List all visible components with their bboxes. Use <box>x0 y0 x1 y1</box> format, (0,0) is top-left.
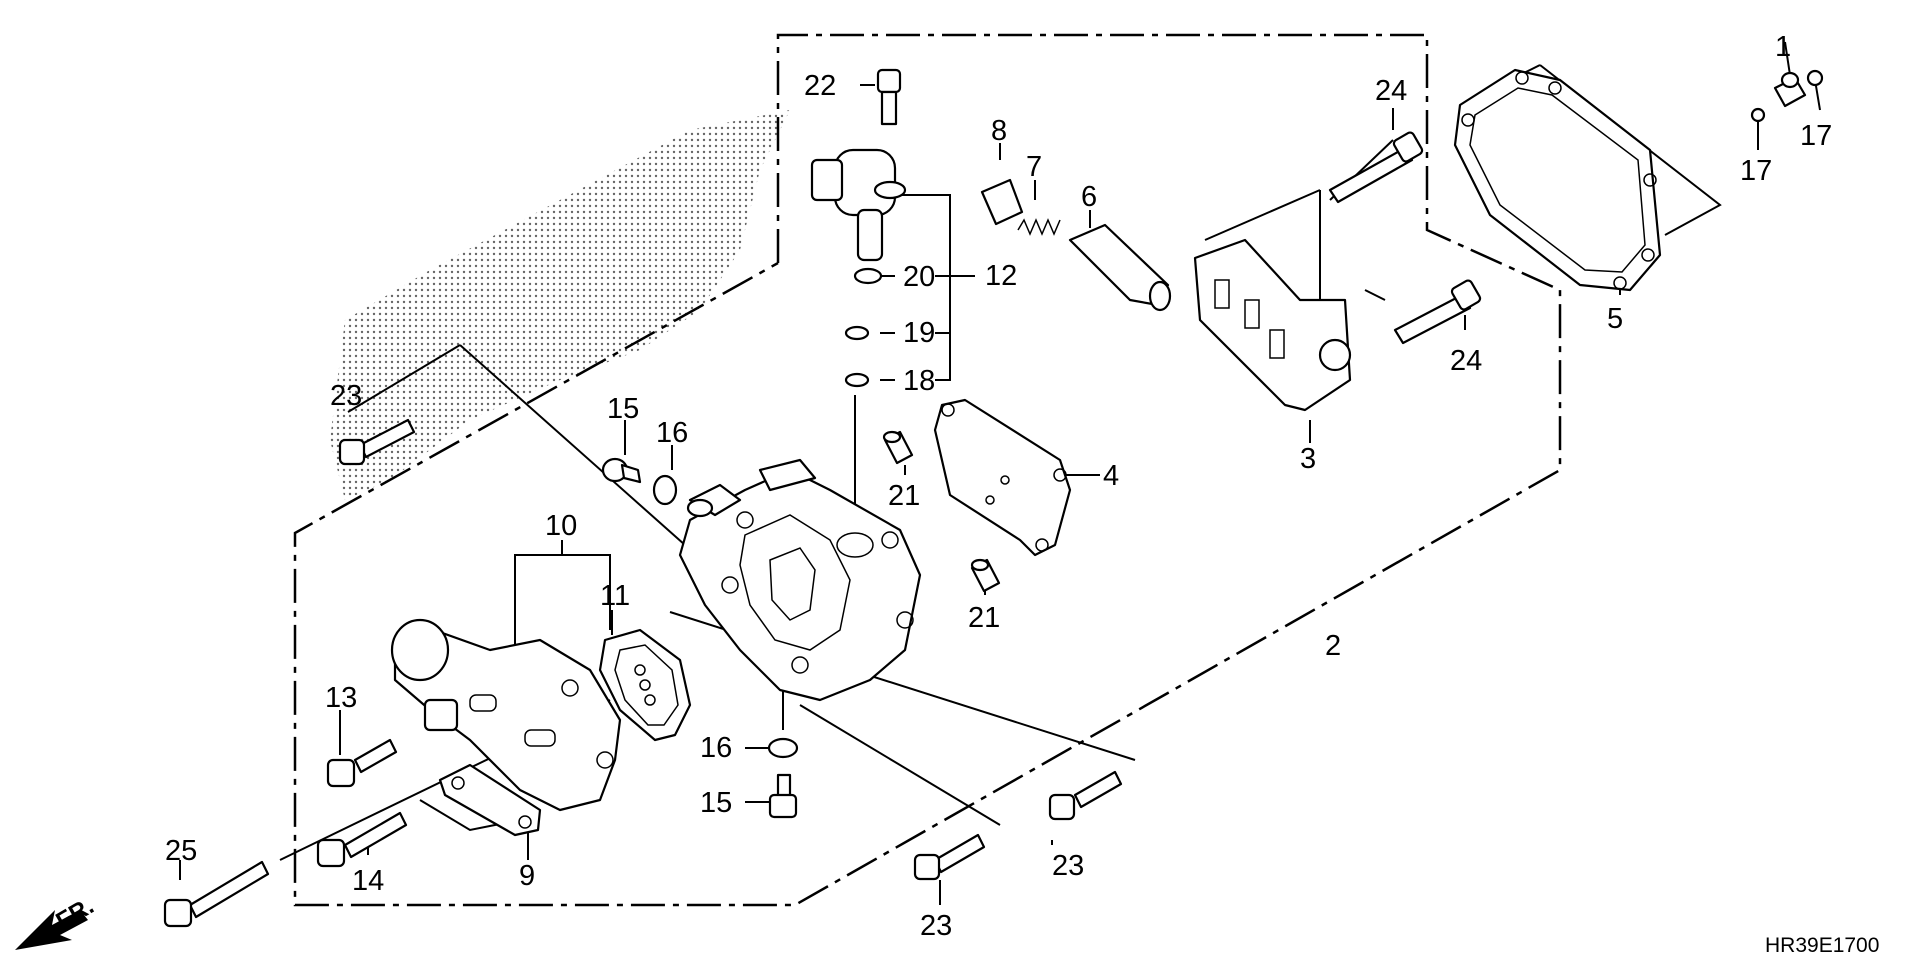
plug-1 <box>1773 71 1807 108</box>
bolt-15-top <box>601 457 642 484</box>
spring-7 <box>1017 218 1061 236</box>
bolt-23-top-left <box>338 418 416 466</box>
bolt-24-top <box>1328 131 1424 204</box>
pin-21-top <box>882 430 914 465</box>
callout-label: 6 <box>1081 181 1097 213</box>
callout-label: 2 <box>1325 630 1341 662</box>
callout-label: 15 <box>607 393 639 425</box>
body-3 <box>1193 238 1352 412</box>
callout-label: 10 <box>545 510 577 542</box>
washer-16-top <box>652 474 678 506</box>
solenoid-10 <box>390 618 622 812</box>
callout-label: 1 <box>1775 31 1791 63</box>
callout-label: 5 <box>1607 303 1623 335</box>
stipple-shadow <box>330 110 790 500</box>
callout-label: 23 <box>330 380 362 412</box>
callout-label: 4 <box>1103 460 1119 492</box>
callout-label: 16 <box>700 732 732 764</box>
callout-label: 19 <box>903 317 935 349</box>
solenoid-12 <box>810 148 907 262</box>
callout-label: 11 <box>600 580 630 612</box>
callout-label: 9 <box>519 860 535 892</box>
bolt-23-bottom-center <box>913 833 986 881</box>
callout-label: 17 <box>1740 155 1772 187</box>
bolt-13 <box>326 738 398 788</box>
washer-16-bottom <box>767 737 799 759</box>
bolt-23-bottom-right <box>1048 770 1123 821</box>
callout-label: 23 <box>1052 850 1084 882</box>
callout-label: 24 <box>1450 345 1482 377</box>
front-arrow-icon <box>15 910 88 950</box>
callout-label: 25 <box>165 835 197 867</box>
callout-label: 20 <box>903 261 935 293</box>
callout-labels: 1 2 3 4 5 6 7 8 9 10 11 12 13 14 15 15 1… <box>165 31 1832 942</box>
washer-17-right <box>1806 69 1824 87</box>
bolt-15-bottom <box>768 773 798 819</box>
callout-label: 21 <box>888 480 920 512</box>
callout-label: 14 <box>352 865 384 897</box>
bolt-24-bottom <box>1393 279 1482 345</box>
callout-label: 7 <box>1026 151 1042 183</box>
washer-17-left <box>1750 107 1766 123</box>
oring-18 <box>844 372 870 388</box>
bolt-14 <box>316 811 408 868</box>
valve-6 <box>1068 223 1172 312</box>
bolt-22 <box>876 68 902 126</box>
gasket-11 <box>598 628 692 742</box>
callout-label: 22 <box>804 70 836 102</box>
valve-body-main <box>678 458 922 702</box>
oring-20 <box>853 267 883 285</box>
assembly-boundary <box>293 33 1562 907</box>
clip-8 <box>980 178 1024 226</box>
pin-21-bottom <box>970 558 1001 593</box>
callout-label: 13 <box>325 682 357 714</box>
diagram-code: HR39E1700 <box>1765 934 1879 957</box>
oring-19 <box>844 325 870 341</box>
callout-label: 3 <box>1300 443 1316 475</box>
callout-label: 17 <box>1800 120 1832 152</box>
bracket-9 <box>438 763 542 837</box>
callout-label: 21 <box>968 602 1000 634</box>
callout-label: 16 <box>656 417 688 449</box>
gasket-5 <box>1453 68 1662 292</box>
callout-label: 12 <box>985 260 1017 292</box>
plate-4 <box>933 398 1072 557</box>
callout-label: 15 <box>700 787 732 819</box>
callout-label: 23 <box>920 910 952 942</box>
bolt-25 <box>163 860 270 928</box>
callout-label: 8 <box>991 115 1007 147</box>
callout-label: 18 <box>903 365 935 397</box>
callout-label: 24 <box>1375 75 1407 107</box>
